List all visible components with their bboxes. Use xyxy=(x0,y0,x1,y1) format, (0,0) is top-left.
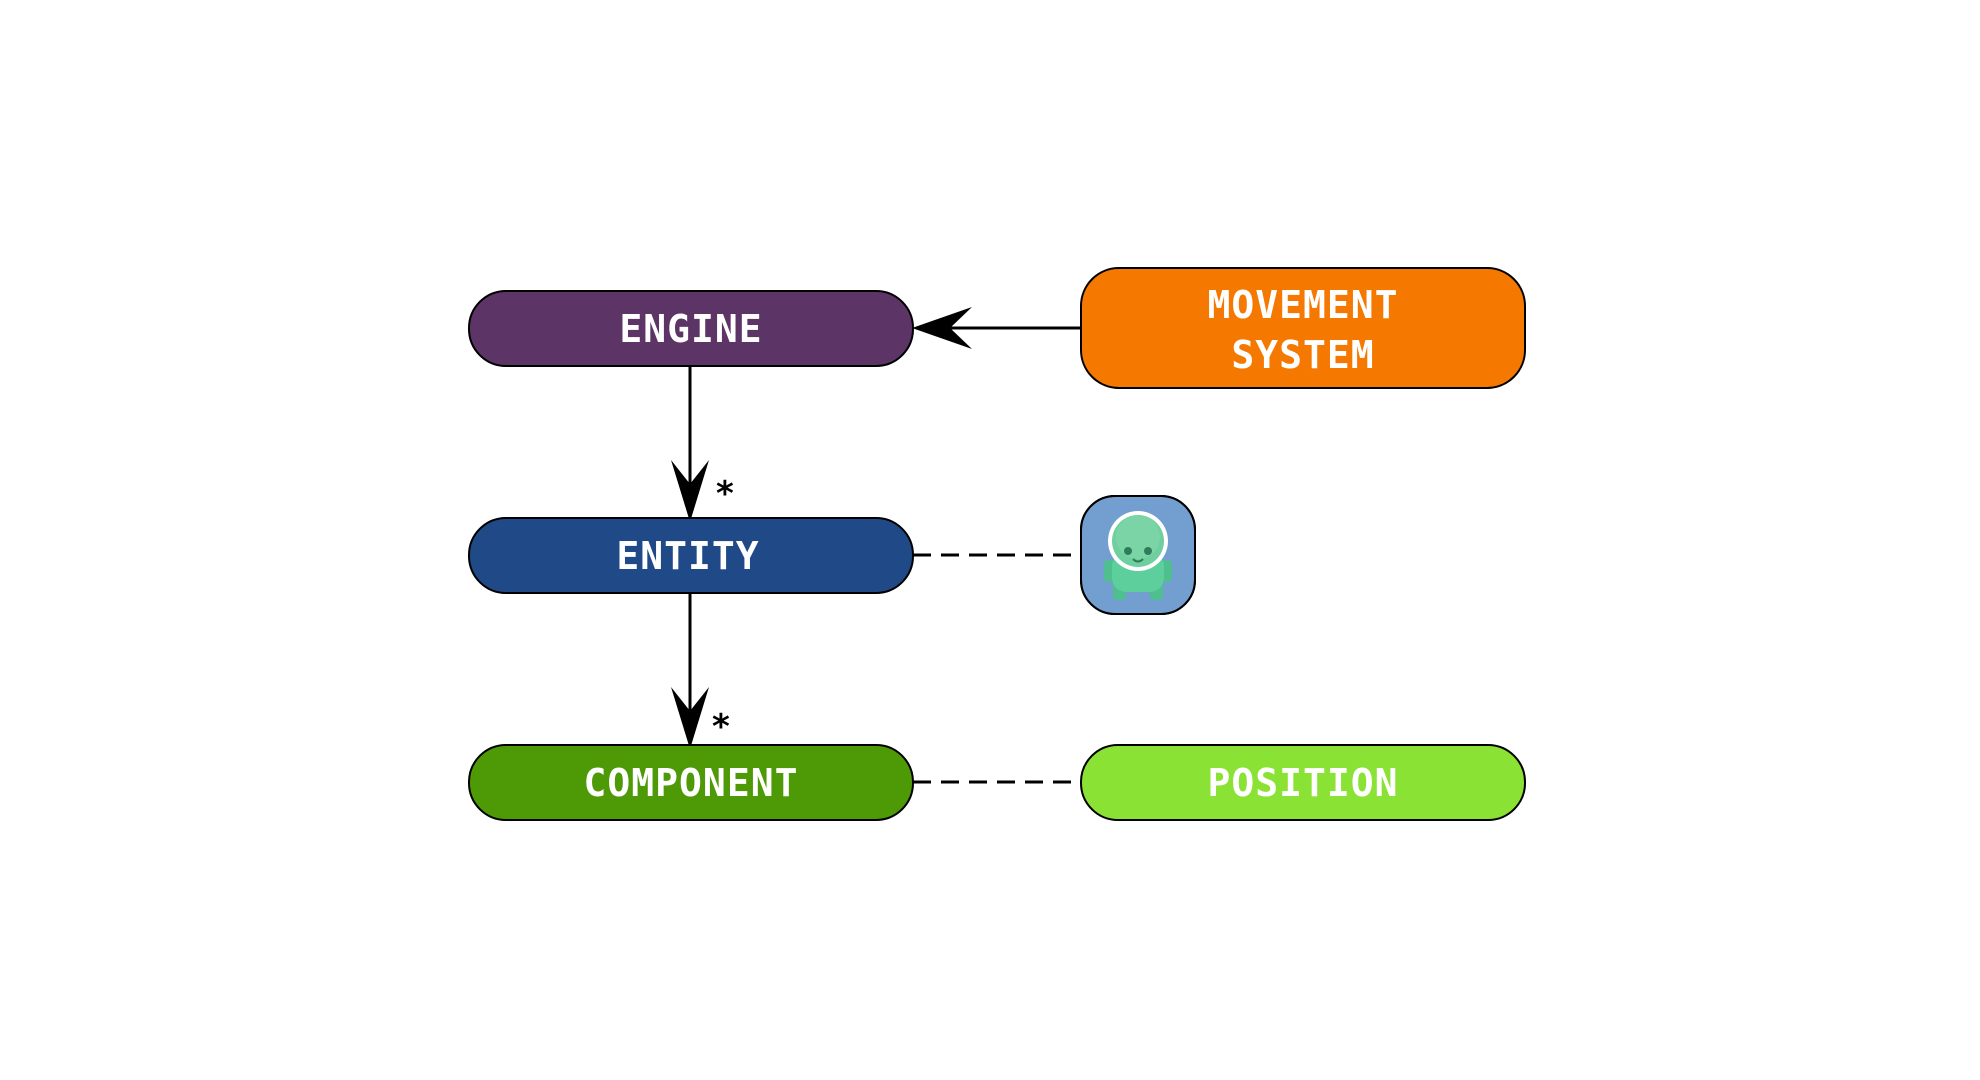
position-label: POSITION xyxy=(1207,761,1398,805)
movement-system-node[interactable]: MOVEMENT SYSTEM xyxy=(1080,267,1526,389)
movement-system-label-line1: MOVEMENT xyxy=(1207,283,1398,327)
position-node[interactable]: POSITION xyxy=(1080,744,1526,821)
entity-avatar-node[interactable] xyxy=(1080,495,1196,615)
edge-entity-to-component xyxy=(671,593,709,749)
edge-movement-to-engine xyxy=(912,307,1081,349)
edge-engine-to-entity xyxy=(671,366,709,522)
component-label: COMPONENT xyxy=(584,761,799,805)
alien-astronaut-icon xyxy=(1104,511,1172,600)
entity-node[interactable]: ENTITY xyxy=(468,517,914,594)
entity-component-multiplicity: * xyxy=(712,707,730,747)
engine-node[interactable]: ENGINE xyxy=(468,290,914,367)
engine-entity-multiplicity: * xyxy=(716,474,734,514)
entity-label: ENTITY xyxy=(616,534,759,578)
component-node[interactable]: COMPONENT xyxy=(468,744,914,821)
movement-system-label-line2: SYSTEM xyxy=(1231,333,1374,377)
engine-label: ENGINE xyxy=(619,307,762,351)
